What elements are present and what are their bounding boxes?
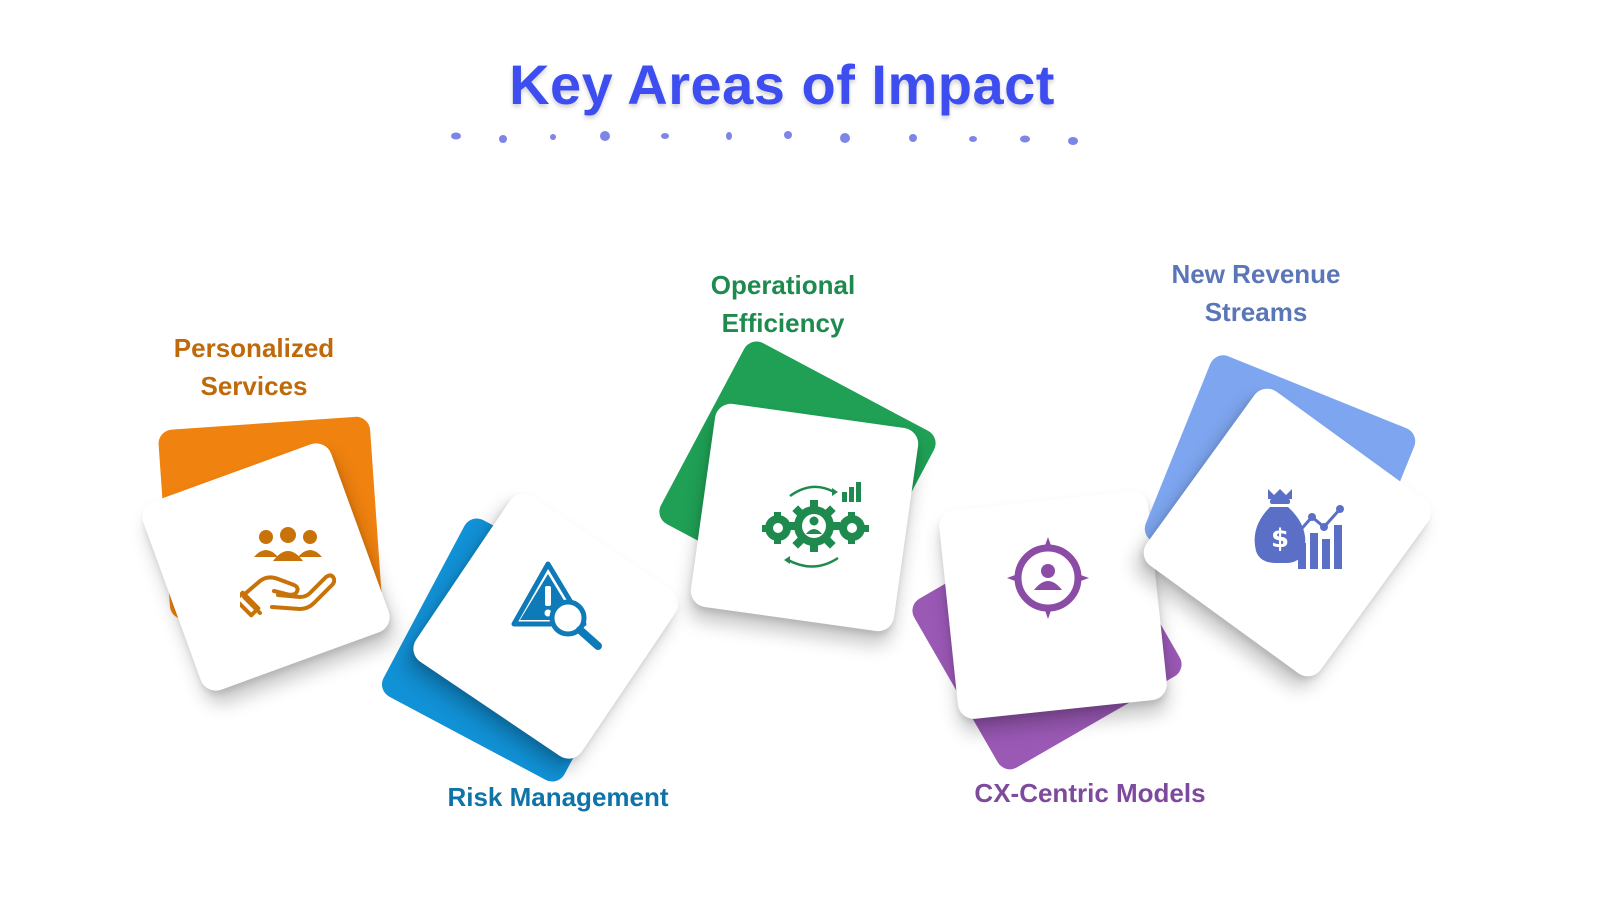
tile-operational-efficiency [654,336,960,665]
label-revenue-line2: Streams [1204,297,1308,327]
label-new-revenue-streams: New Revenue Streams [1146,255,1366,331]
label-personalized-line1: Personalized [173,333,335,363]
label-cx-centric-models: CX-Centric Models [940,774,1240,812]
money-bag-chart-icon: $ [1254,489,1344,569]
tile-new-revenue-streams: $ [1137,345,1440,695]
label-operational-line1: Operational [710,270,856,300]
label-cx-line1: CX-Centric Models [974,778,1206,808]
svg-text:$: $ [1271,524,1289,554]
label-personalized-services: Personalized Services [154,329,354,405]
label-revenue-line1: New Revenue [1171,259,1341,289]
label-operational-line2: Efficiency [721,308,845,338]
tile-cx-centric-models [900,480,1200,775]
gears-person-chart-icon [762,482,869,568]
label-operational-efficiency: Operational Efficiency [683,266,883,342]
tile-risk-management [377,487,690,787]
label-risk-line1: Risk Management [447,782,669,812]
page-title: Key Areas of Impact [509,53,1055,116]
label-risk-management: Risk Management [408,778,708,816]
hand-with-people-icon [240,527,336,618]
target-person-icon [1007,537,1089,619]
label-personalized-line2: Services [200,371,308,401]
tile-personalized-services [137,415,400,715]
warning-magnifier-icon [511,561,602,650]
